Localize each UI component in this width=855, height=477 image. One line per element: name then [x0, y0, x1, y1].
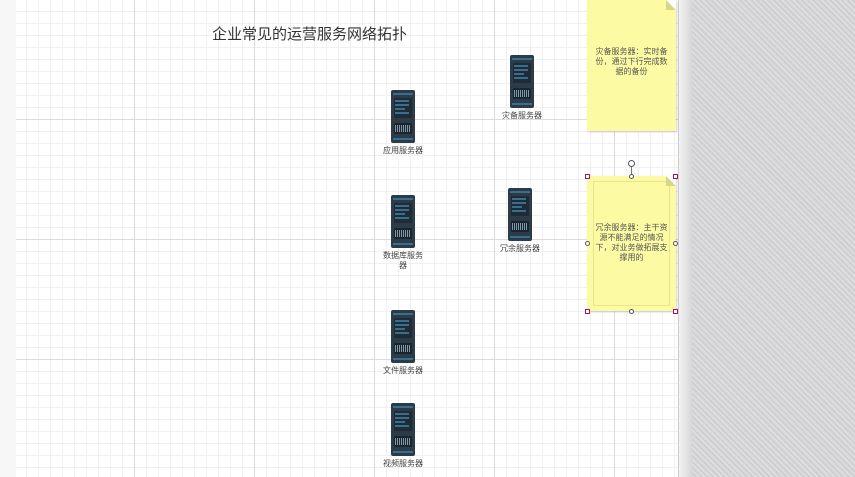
resize-handle-bottom-right[interactable] [673, 309, 678, 314]
page-edge [678, 0, 693, 477]
server-node-video[interactable]: 视频服务器 [368, 403, 438, 469]
server-rack-icon [368, 403, 438, 456]
server-label: 视频服务器 [383, 459, 423, 468]
server-label: 应用服务器 [383, 146, 423, 155]
server-label: 数据库服务器 [383, 251, 423, 270]
note-selection-frame [593, 181, 670, 306]
resize-handle-bottom-left[interactable] [585, 309, 590, 314]
note-fold-icon [666, 176, 676, 186]
left-ruler [0, 0, 17, 477]
server-label: 灾备服务器 [502, 111, 542, 120]
server-rack-icon [368, 310, 438, 363]
sticky-note-redundant[interactable]: 冗余服务器：主干资源不能满足的情况下，对业务做拓展支撑用的 [587, 176, 676, 311]
server-node-db[interactable]: 数据库服务器 [368, 195, 438, 271]
server-rack-icon [487, 55, 557, 108]
note-text: 冗余服务器：主干资源不能满足的情况下，对业务做拓展支撑用的 [595, 223, 668, 262]
server-node-backup[interactable]: 灾备服务器 [487, 55, 557, 121]
server-node-redundant[interactable]: 冗余服务器 [485, 188, 555, 254]
resize-handle-top[interactable] [629, 174, 634, 179]
resize-handle-top-right[interactable] [673, 174, 678, 179]
diagram-title[interactable]: 企业常见的运营服务网络拓扑 [212, 25, 408, 43]
note-text: 灾备服务器：实时备份，通过下行完成数据的备份 [595, 47, 668, 76]
server-label: 文件服务器 [383, 366, 423, 375]
diagram-canvas[interactable] [16, 0, 678, 477]
sticky-note-backup[interactable]: 灾备服务器：实时备份，通过下行完成数据的备份 [587, 0, 676, 131]
note-fold-icon [666, 0, 676, 10]
server-rack-icon [485, 188, 555, 241]
server-node-file[interactable]: 文件服务器 [368, 310, 438, 376]
server-node-app[interactable]: 应用服务器 [368, 90, 438, 156]
rotate-connector [631, 166, 632, 176]
resize-handle-right[interactable] [673, 241, 678, 246]
resize-handle-left[interactable] [585, 241, 590, 246]
server-label: 冗余服务器 [500, 244, 540, 253]
resize-handle-bottom[interactable] [629, 309, 634, 314]
workspace-background [692, 0, 855, 477]
rotate-handle[interactable] [628, 160, 635, 167]
server-rack-icon [368, 90, 438, 143]
resize-handle-top-left[interactable] [585, 174, 590, 179]
server-rack-icon [368, 195, 438, 248]
